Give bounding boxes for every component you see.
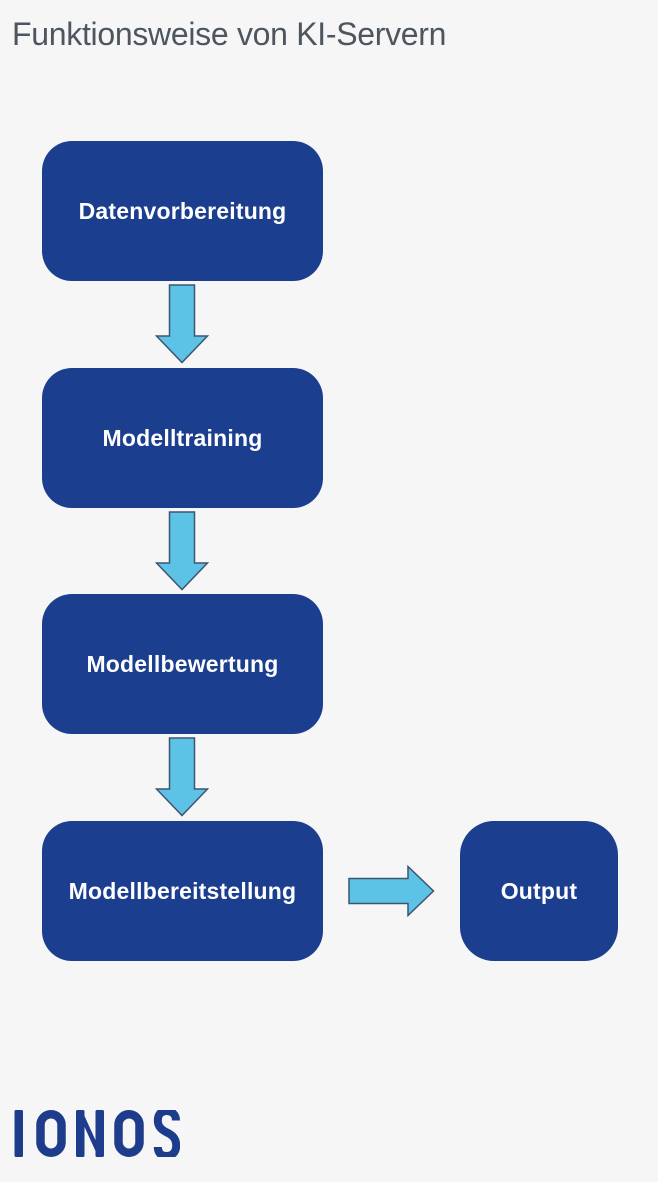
down-arrow-icon [155, 284, 209, 364]
ionos-logo [14, 1110, 180, 1157]
down-arrow-icon [155, 511, 209, 591]
logo-letter-i [14, 1110, 23, 1157]
flow-step-label: Datenvorbereitung [78, 197, 287, 224]
logo-letter-o2 [114, 1110, 144, 1157]
output-box: Output [460, 821, 618, 961]
flow-step-label: Modellbereitstellung [68, 877, 297, 904]
right-arrow-icon [348, 865, 435, 917]
flow-step-box-modelltraining: Modelltraining [42, 368, 323, 508]
flow-step-box-modellbereitstellung: Modellbereitstellung [42, 821, 323, 961]
logo-letter-o1 [36, 1110, 66, 1157]
flow-step-box-modellbewertung: Modellbewertung [42, 594, 323, 734]
flow-step-label: Modellbewertung [86, 650, 279, 677]
output-label: Output [500, 877, 578, 904]
flow-step-label: Modelltraining [102, 424, 263, 451]
diagram-title: Funktionsweise von KI-Servern [12, 16, 447, 52]
down-arrow-icon [155, 737, 209, 817]
logo-letter-s [153, 1110, 180, 1157]
flow-step-box-datenvorbereitung: Datenvorbereitung [42, 141, 323, 281]
logo-letter-n [76, 1110, 104, 1157]
logo-text: IONOS [0, 0, 1, 1]
